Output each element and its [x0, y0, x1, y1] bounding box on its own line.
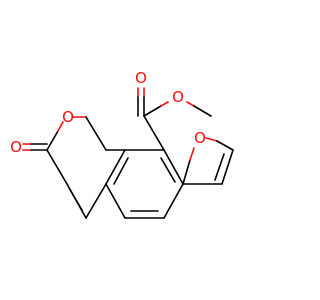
bond-ofuran-c2f — [216, 140, 234, 151]
bond-c5a-c8a — [105, 149, 126, 185]
bond-c3-c2 — [46, 149, 68, 185]
bond-o1-c8a — [85, 116, 107, 151]
bond-c9-c9a — [163, 149, 184, 185]
bond-cester-o-single — [143, 105, 162, 117]
atom-o-ester-methoxy: O — [172, 88, 184, 106]
bond-c3f-c2f-double — [214, 153, 225, 181]
bond-c2-o1 — [46, 130, 59, 151]
bond-c9-c9a-inner — [160, 157, 176, 183]
bond-cester-o-single-red — [160, 101, 169, 107]
bond-c9a-ofuran-red — [189, 147, 195, 161]
bond-c4-c3-double — [68, 187, 83, 211]
bond-c5a-c8a-inner — [113, 157, 129, 185]
bond-c3f-c2f — [221, 149, 234, 185]
bond-ofuran-c2f-red — [205, 137, 218, 142]
bond-c2-o1-red — [57, 121, 64, 132]
atom-labels: O O O O O — [10, 69, 206, 156]
structure-canvas: O O O O O — [10, 69, 234, 219]
atom-o-furan-ring: O — [194, 129, 206, 147]
bond-c9a-ofuran — [182, 159, 191, 185]
bond-c9-cester — [143, 115, 165, 151]
atom-o-carbonyl-ester: O — [135, 69, 147, 87]
bond-c5-c5a — [105, 183, 126, 219]
molecule-structure: O O O O O — [10, 69, 234, 219]
bond-o-methyl-red — [186, 101, 195, 107]
carbon-bonds — [46, 115, 234, 219]
atom-o-pyran-ring: O — [62, 108, 74, 126]
atom-o-lactone-carbonyl: O — [10, 138, 22, 156]
bond-o-methyl — [193, 105, 212, 117]
bond-c9a-c4a — [163, 183, 184, 219]
oxygen-bonds — [22, 87, 234, 185]
bond-c5a-c4 — [85, 183, 107, 219]
